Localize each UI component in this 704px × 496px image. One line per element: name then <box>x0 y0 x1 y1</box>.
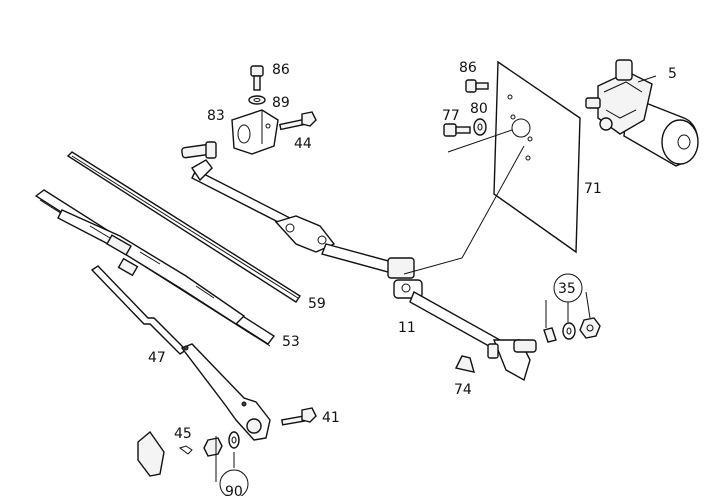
label-45: 45 <box>174 426 192 442</box>
label-11: 11 <box>398 320 416 336</box>
label-90: 90 <box>225 484 243 496</box>
wiper-linkage <box>181 141 537 382</box>
label-71: 71 <box>584 181 602 197</box>
wiper-motor <box>585 59 699 167</box>
stud-41 <box>281 407 317 426</box>
leader-lines <box>215 75 657 482</box>
bolt-86-top <box>250 65 264 91</box>
group-circle-35 <box>553 273 583 303</box>
wiper-blade-53 <box>34 189 276 347</box>
label-47: 47 <box>148 350 166 366</box>
cover-cap <box>137 430 165 477</box>
label-83: 83 <box>207 108 225 124</box>
bolt-77 <box>443 123 471 137</box>
label-35: 35 <box>558 281 576 297</box>
label-86-plate: 86 <box>459 60 477 76</box>
nut-set-35 <box>543 317 601 343</box>
label-74: 74 <box>454 382 472 398</box>
wiper-rubber-59 <box>66 151 301 303</box>
label-44: 44 <box>294 136 312 152</box>
label-53: 53 <box>282 334 300 350</box>
label-77: 77 <box>442 108 460 124</box>
mounting-plate <box>493 60 581 254</box>
cap-74 <box>454 355 475 373</box>
label-89: 89 <box>272 95 290 111</box>
bracket <box>231 109 279 155</box>
nut-90 <box>203 437 223 457</box>
washer-90 <box>228 431 240 449</box>
bolt-86-plate <box>465 79 489 93</box>
label-86-bracket: 86 <box>272 62 290 78</box>
clip-45 <box>178 445 193 455</box>
label-80: 80 <box>470 101 488 117</box>
label-5: 5 <box>668 66 677 82</box>
group-circle-90 <box>219 469 249 496</box>
label-59: 59 <box>308 296 326 312</box>
wiper-arm-47 <box>90 265 271 441</box>
stud-44 <box>279 111 317 131</box>
washer-80 <box>473 118 487 136</box>
label-41: 41 <box>322 410 340 426</box>
washer-89 <box>248 95 266 105</box>
